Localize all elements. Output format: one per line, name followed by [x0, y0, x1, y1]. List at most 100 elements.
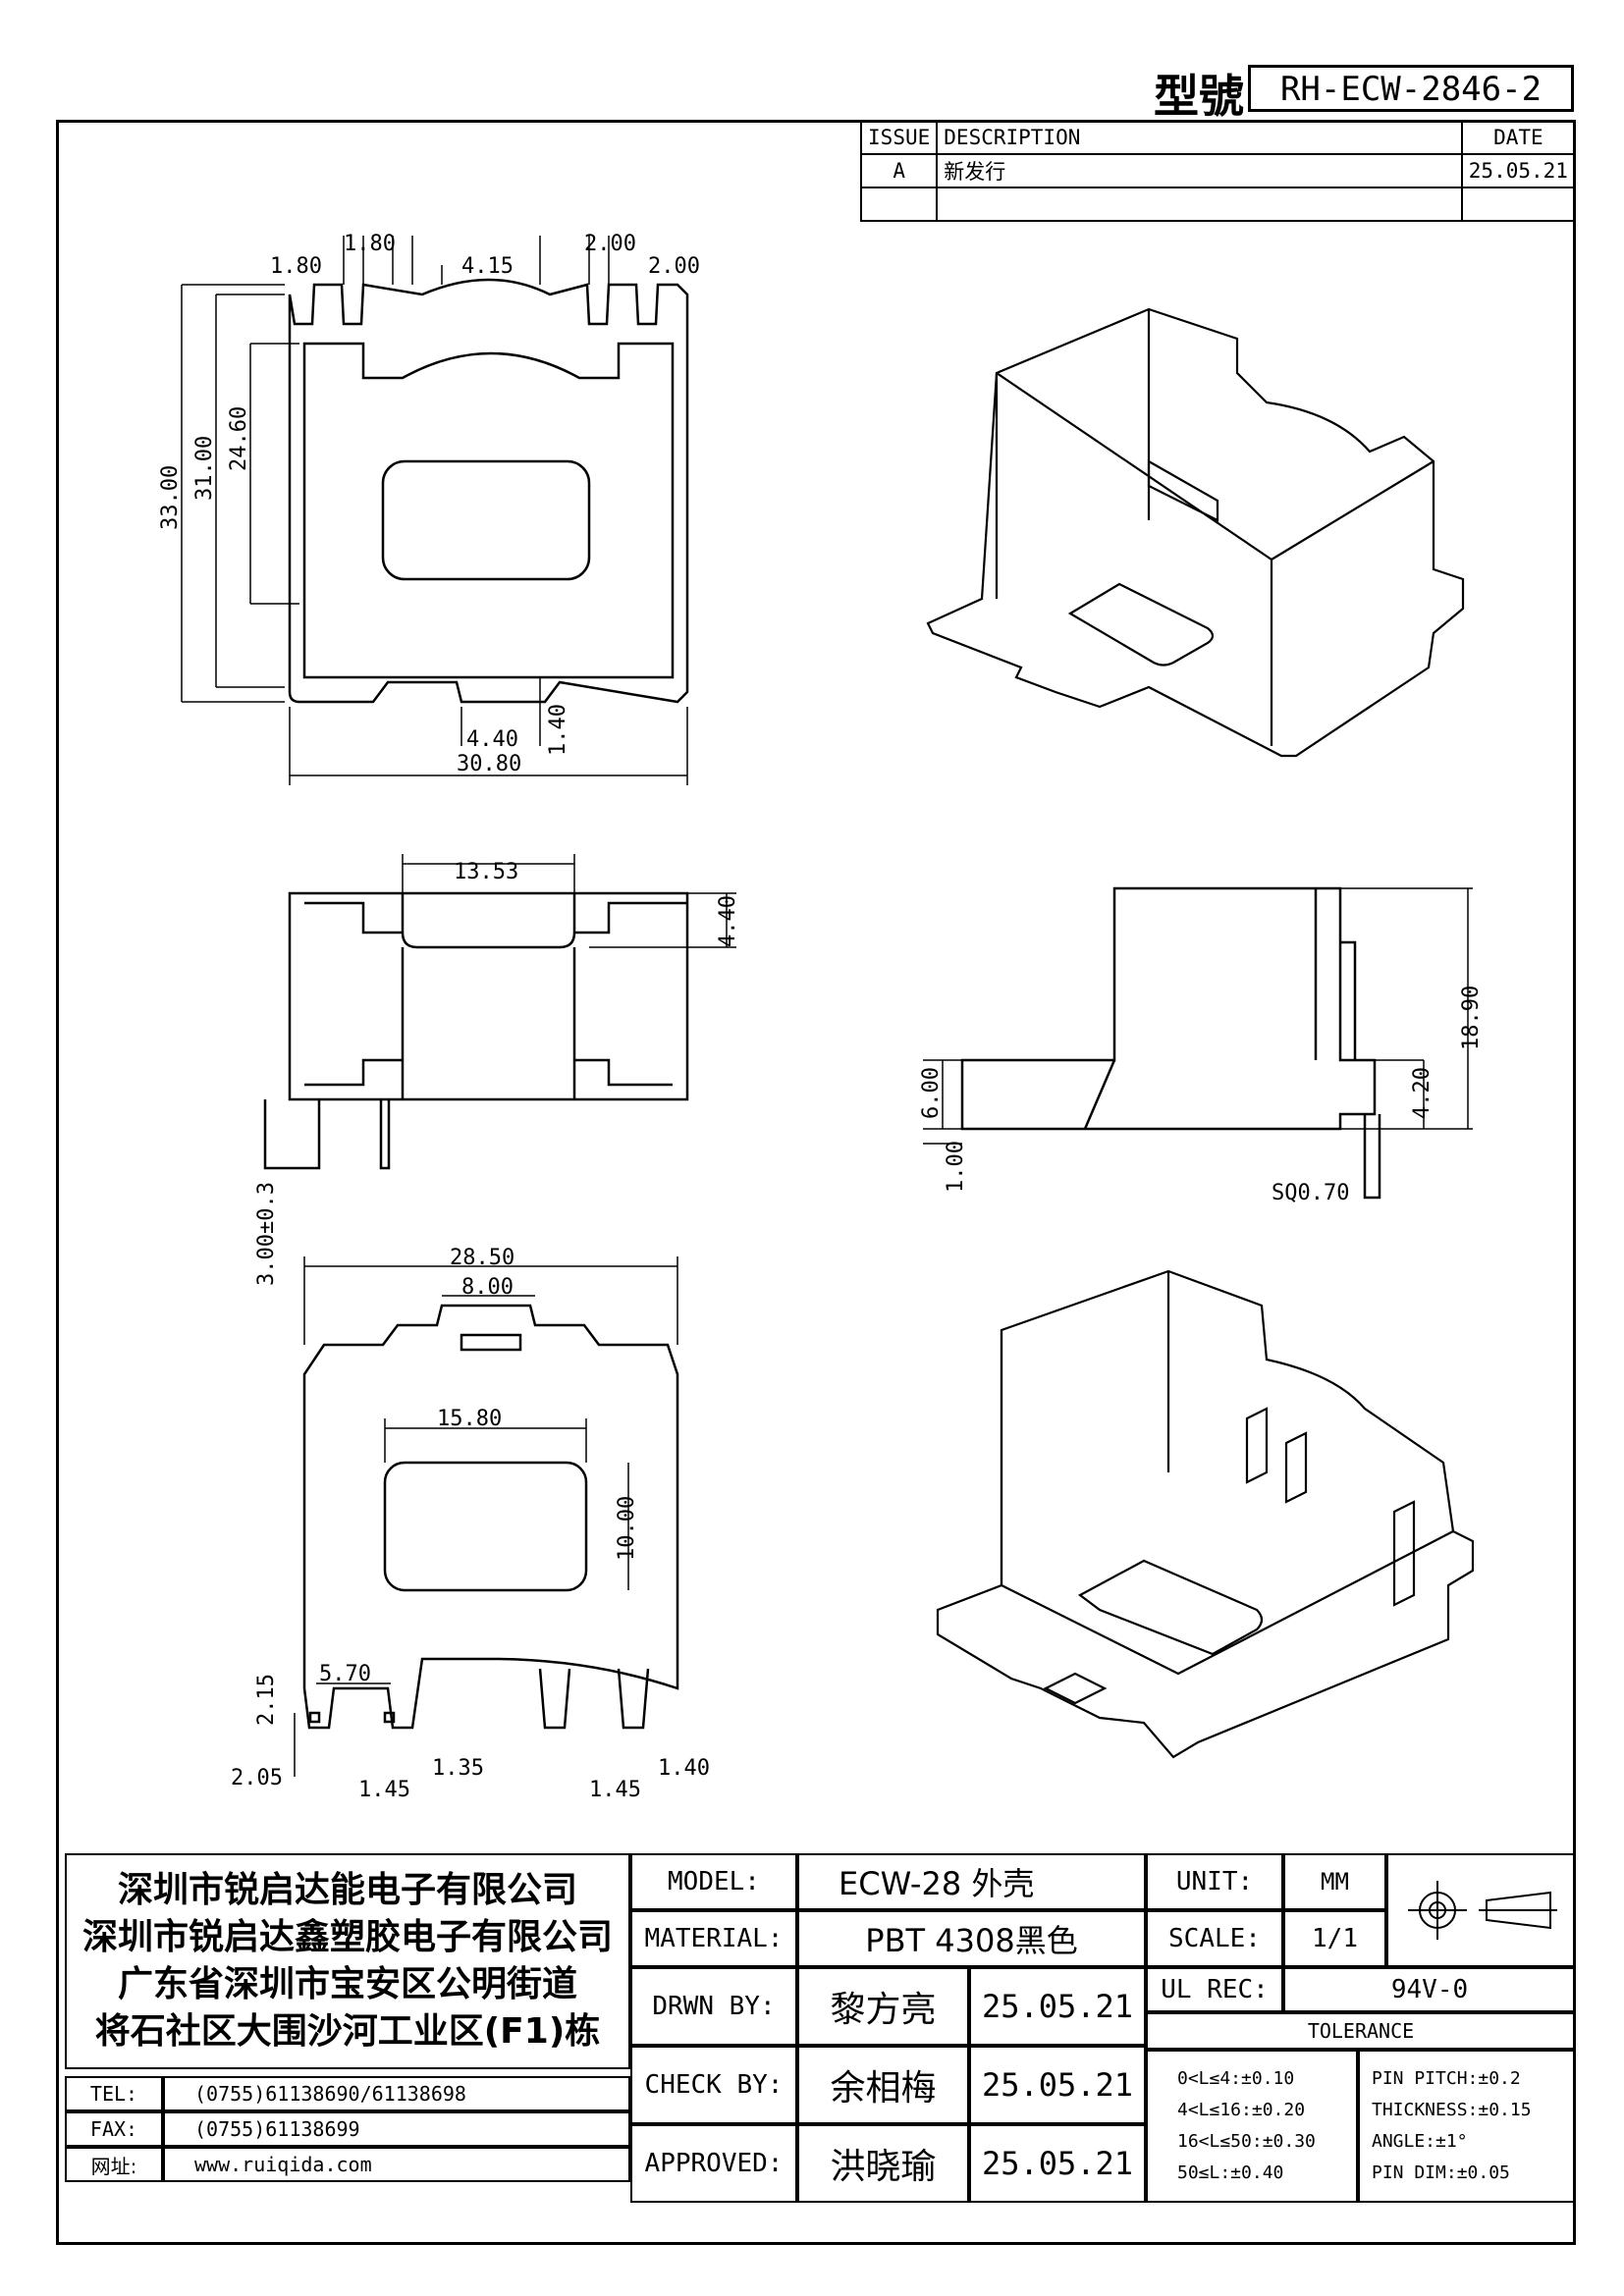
check-by: 余相梅: [797, 2046, 969, 2124]
dim-H: 4.40: [716, 895, 740, 947]
material-value: PBT 4308黑色: [797, 1910, 1146, 1967]
tel-label: TEL:: [65, 2076, 163, 2111]
bottom-view-slot: [460, 1333, 522, 1352]
rev-header-issue: ISSUE: [859, 120, 939, 155]
company-line-2: 深圳市锐启达鑫塑胶电子有限公司: [81, 1917, 613, 1957]
rev-empty: [859, 187, 939, 222]
dim-top-3: 4.15: [461, 254, 514, 279]
dim-O: 28.50: [450, 1246, 514, 1270]
web-value: www.ruiqida.com: [163, 2147, 630, 2182]
bottom-pin-1: [308, 1711, 321, 1724]
scale-label: SCALE:: [1146, 1910, 1283, 1967]
dim-Q: 15.80: [437, 1407, 502, 1431]
front-pin-left: [263, 1099, 321, 1170]
side-view-outline: [960, 886, 1377, 1131]
unit-value: MM: [1283, 1853, 1386, 1910]
rev-header-date: DATE: [1460, 120, 1577, 155]
dim-top-2: 1.80: [344, 232, 396, 256]
dim-bottom-1: 2.15: [254, 1674, 279, 1726]
dim-C: 24.60: [227, 406, 251, 471]
model-label: MODEL:: [630, 1853, 797, 1910]
dim-J: 6.00: [919, 1067, 944, 1119]
tol-range-1: 0<L≤4:±0.10: [1177, 2068, 1295, 2089]
dim-E: 1.40: [546, 704, 570, 756]
drawn-date: 25.05.21: [969, 1967, 1146, 2046]
dim-bottom-4: 1.35: [432, 1756, 484, 1781]
dim-bottom-2: 2.05: [231, 1766, 283, 1790]
tol-range-2: 4<L≤16:±0.20: [1177, 2100, 1306, 2120]
tolerance-specs: PIN PITCH:±0.2 THICKNESS:±0.15 ANGLE:±1°…: [1358, 2050, 1576, 2203]
approved-date: 25.05.21: [969, 2124, 1146, 2203]
dim-P: 8.00: [461, 1275, 514, 1300]
company-line-3: 广东省深圳市宝安区公明街道: [117, 1964, 577, 2004]
tol-pin-dim: PIN DIM:±0.05: [1372, 2163, 1510, 2183]
top-view: [181, 236, 689, 785]
dim-bottom-6: 1.40: [658, 1756, 710, 1781]
dim-L: SQ0.70: [1272, 1181, 1349, 1205]
dim-bottom-5: 1.45: [589, 1778, 641, 1802]
model-tag: 型號: [1154, 70, 1244, 123]
unit-label: UNIT:: [1146, 1853, 1283, 1910]
iso-view-bottom: [936, 1269, 1475, 1759]
side-pin: [1363, 1114, 1381, 1200]
tol-range-3: 16<L≤50:±0.30: [1177, 2131, 1316, 2152]
dim-bottom-3: 1.45: [358, 1778, 410, 1802]
dim-B: 31.00: [192, 436, 217, 501]
rev-description: 新发行: [936, 153, 1463, 188]
tol-thickness: THICKNESS:±0.15: [1372, 2100, 1532, 2120]
dim-R: 10.00: [615, 1496, 639, 1561]
dim-M: 4.20: [1410, 1067, 1435, 1119]
dim-N: 18.90: [1459, 986, 1484, 1050]
company-line-4: 将石社区大围沙河工业区(F1)栋: [94, 2011, 601, 2052]
ul-label: UL REC:: [1146, 1967, 1283, 2012]
web-label: 网址:: [65, 2147, 163, 2182]
drawn-by: 黎方亮: [797, 1967, 969, 2046]
check-label: CHECK BY:: [630, 2046, 797, 2124]
tolerance-label: TOLERANCE: [1146, 2012, 1576, 2050]
rev-date: 25.05.21: [1460, 153, 1577, 188]
dim-D: 4.40: [466, 727, 518, 752]
iso-view-top: [926, 307, 1465, 758]
drawing-frame: [56, 120, 1576, 2245]
dim-G: 13.53: [454, 860, 518, 884]
front-view: [263, 854, 736, 1170]
dim-A: 33.00: [158, 465, 183, 530]
tolerance-ranges: 0<L≤4:±0.10 4<L≤16:±0.20 16<L≤50:±0.30 5…: [1146, 2050, 1358, 2203]
projection-icon: [1407, 1881, 1557, 1940]
rev-header-description: DESCRIPTION: [936, 120, 1463, 155]
dim-K: 1.00: [944, 1141, 968, 1193]
company-info: 深圳市锐启达能电子有限公司 深圳市锐启达鑫塑胶电子有限公司 广东省深圳市宝安区公…: [65, 1853, 630, 2069]
side-view: [923, 886, 1473, 1200]
front-pin-right: [379, 1099, 391, 1170]
rev-issue: A: [859, 153, 939, 188]
projection-symbol: [1386, 1853, 1576, 1967]
ul-value: 94V-0: [1283, 1967, 1576, 2012]
dim-F: 30.80: [457, 752, 521, 776]
material-label: MATERIAL:: [630, 1910, 797, 1967]
approved-label: APPROVED:: [630, 2124, 797, 2203]
bottom-view: [294, 1256, 679, 1777]
dim-top-4: 2.00: [584, 232, 636, 256]
tol-angle: ANGLE:±1°: [1372, 2131, 1468, 2152]
company-line-1: 深圳市锐启达能电子有限公司: [117, 1870, 577, 1910]
bottom-view-outline: [302, 1304, 679, 1730]
fax-label: FAX:: [65, 2111, 163, 2147]
drawing-area: 1.80 1.80 4.15 2.00 2.00 33.00 31.00 24.…: [158, 232, 1484, 1802]
revision-table: ISSUE DESCRIPTION DATE A 新发行 25.05.21: [859, 120, 1577, 222]
model-value: ECW-28 外壳: [797, 1853, 1146, 1910]
bottom-view-window: [383, 1461, 588, 1592]
model-number: RH-ECW-2846-2: [1248, 65, 1574, 112]
approved-by: 洪晓瑜: [797, 2124, 969, 2203]
drawn-label: DRWN BY:: [630, 1967, 797, 2046]
fax-value: (0755)61138699: [163, 2111, 630, 2147]
scale-value: 1/1: [1283, 1910, 1386, 1967]
dim-top-1: 1.80: [270, 254, 322, 279]
top-view-window: [381, 459, 591, 581]
dim-S: 5.70: [319, 1662, 371, 1686]
dim-top-5: 2.00: [648, 254, 700, 279]
top-view-inner: [302, 342, 675, 679]
tel-value: (0755)61138690/61138698: [163, 2076, 630, 2111]
check-date: 25.05.21: [969, 2046, 1146, 2124]
front-view-body: [288, 891, 689, 1101]
dim-I: 3.00±0.3: [254, 1182, 279, 1286]
